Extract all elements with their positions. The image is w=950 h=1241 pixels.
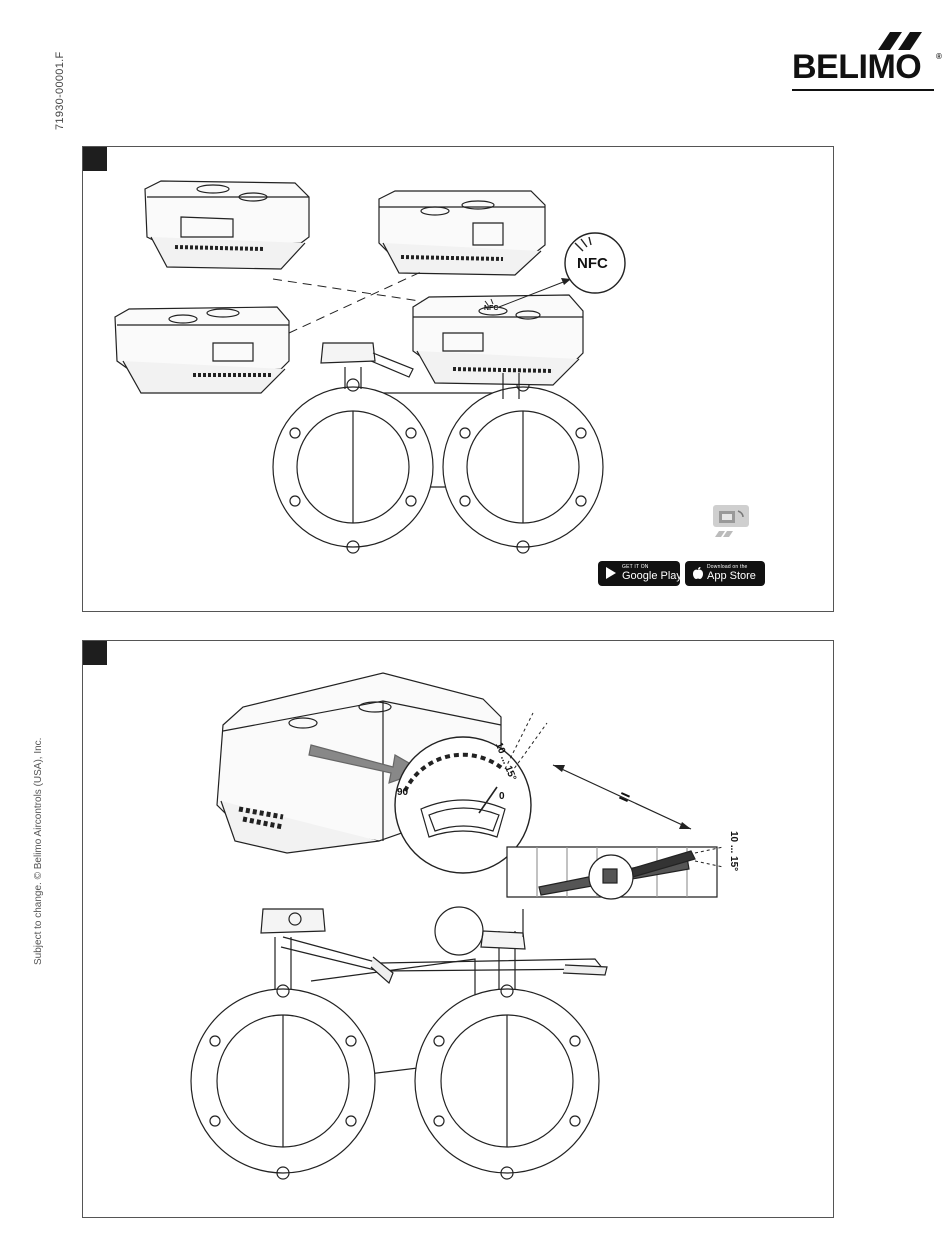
logo-underline <box>792 89 934 91</box>
nfc-bubble-label: NFC <box>577 255 608 272</box>
document-code: 71930-00001.F <box>52 40 72 130</box>
linkage-detail <box>507 847 723 899</box>
apple-icon <box>691 566 705 580</box>
dashed-guide-lines <box>273 271 433 333</box>
google-play-badge[interactable]: GET IT ON Google Play <box>598 561 680 586</box>
belimo-assistant-app-icon <box>713 505 749 539</box>
app-icon[interactable] <box>713 505 749 539</box>
dial-min-label: 0 <box>499 791 505 802</box>
brand-name: BELIMO <box>792 50 921 84</box>
play-triangle-icon <box>604 566 618 580</box>
panel-angle-adjustment: 90 0 10 ... 15° = 10 ... 15° <box>82 640 834 1218</box>
nfc-actuator-label: NFC <box>484 305 498 312</box>
actuator-top-right <box>379 191 545 275</box>
angle-adjustment-illustration <box>83 641 833 1217</box>
google-badge-big-text: Google Play <box>622 570 682 582</box>
linkage-range-label: 10 ... 15° <box>728 831 739 871</box>
actuator-left <box>115 307 289 393</box>
nfc-setup-illustration <box>83 147 833 611</box>
belimo-logo: BELIMO ® <box>790 30 940 94</box>
copyright-note: Subject to change. © Belimo Aircontrols … <box>30 760 50 965</box>
valve-assembly <box>191 907 607 1179</box>
registered-mark: ® <box>936 52 942 61</box>
panel-nfc-setup: NFC NFC GET IT ON Google Play Download o… <box>82 146 834 612</box>
app-store-badge[interactable]: Download on the App Store <box>685 561 765 586</box>
dial-max-label: 90 <box>397 787 408 798</box>
actuator-top-left <box>145 181 309 269</box>
apple-badge-big-text: App Store <box>707 570 756 582</box>
